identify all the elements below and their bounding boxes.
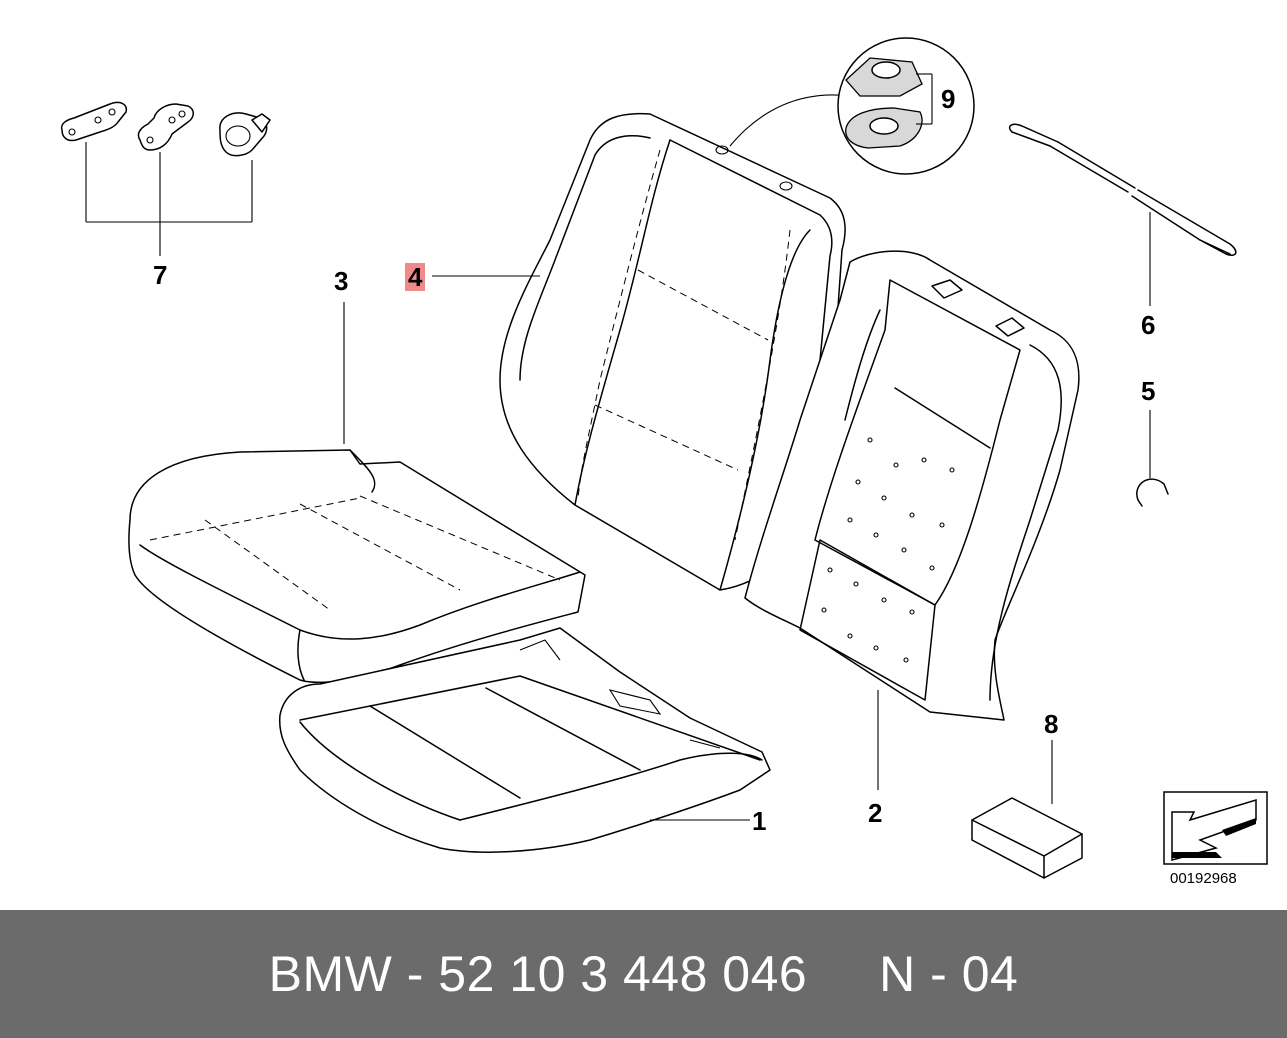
reference-code: 00192968: [1170, 870, 1237, 887]
callout-4: 4: [405, 263, 426, 291]
callout-6: 6: [1141, 310, 1156, 340]
callout-5: 5: [1141, 376, 1156, 406]
part-7-brackets-bolt: [60, 101, 271, 256]
callout-2: 2: [868, 798, 883, 828]
callout-8: 8: [1044, 709, 1059, 739]
part-6-wire: [1008, 123, 1237, 306]
callout-9: 9: [941, 84, 956, 114]
part-2-backrest-frame: [744, 250, 1080, 790]
parts-diagram: [60, 37, 1268, 879]
part-number-caption: BMW - 52 10 3 448 046 N - 04: [268, 946, 1019, 1002]
callout-7: 7: [153, 260, 168, 290]
footer-bar: BMW - 52 10 3 448 046 N - 04: [0, 910, 1287, 1038]
callout-3: 3: [334, 266, 349, 296]
part-9-guide-detail: [837, 37, 975, 175]
part-8-pad: [971, 740, 1083, 879]
callout-1: 1: [752, 806, 767, 836]
arrow-pointing-icon: [1163, 791, 1268, 865]
part-1-seat-base: [278, 627, 771, 853]
part-5-clip: [1136, 410, 1169, 507]
